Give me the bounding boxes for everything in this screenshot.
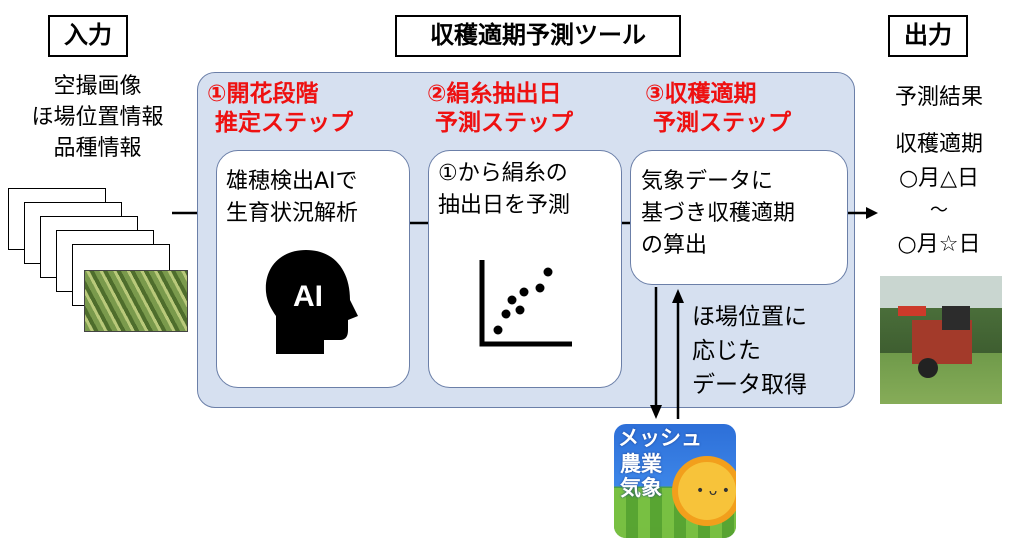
step3-card — [630, 150, 848, 285]
output-date-start: ○月△日 — [898, 166, 980, 191]
sun-face: • ᴗ • — [696, 483, 730, 499]
sun-icon — [678, 462, 736, 520]
step2-card-text: ①から絹糸の 抽出日を予測 — [438, 161, 571, 218]
scatter-plot-icon — [479, 260, 572, 347]
input-item-variety-info: 品種情報 — [53, 136, 142, 161]
output-date-range-sep: ～ — [930, 200, 948, 221]
step1-card-text: 雄穂検出AIで 生育状況解析 — [226, 169, 359, 226]
tool-title-label: 収穫適期予測ツール — [395, 15, 681, 57]
step1-title: ①開花段階 推定ステップ — [207, 81, 354, 136]
mesh-weather-badge: • ᴗ • メッシュ 農業 気象 — [614, 424, 736, 538]
weather-data-arrows — [650, 287, 684, 419]
harvester-photo — [880, 276, 1002, 404]
arrow-panel-to-output — [848, 207, 878, 219]
step3-card-text: 気象データに 基づき収穫適期 の算出 — [641, 169, 796, 258]
input-item-aerial-image: 空撮画像 — [53, 74, 142, 99]
mesh-badge-line3: 気象 — [620, 476, 662, 500]
weather-note: ほ場位置に 応じた データ取得 — [692, 304, 807, 398]
mesh-badge-line1: メッシュ — [618, 426, 702, 450]
harvester-chute — [898, 306, 926, 316]
harvester-wheel — [918, 358, 938, 378]
image-stack — [8, 188, 188, 333]
mesh-badge-line2: 農業 — [620, 452, 662, 476]
ai-head-icon: AI — [265, 250, 358, 354]
ai-icon-text: AI — [293, 280, 323, 313]
output-result-label: 予測結果 — [894, 85, 983, 110]
output-harvest-label: 収穫適期 — [894, 132, 983, 157]
harvester-cab — [942, 306, 970, 330]
step2-card — [428, 150, 622, 388]
input-label: 入力 — [48, 15, 128, 57]
aerial-photo — [84, 270, 188, 332]
step2-title: ②絹糸抽出日 予測ステップ — [427, 81, 574, 136]
output-date-end: ○月☆日 — [897, 232, 981, 257]
input-item-field-location: ほ場位置情報 — [31, 105, 164, 130]
step3-title: ③収穫適期 予測ステップ — [645, 81, 792, 136]
output-label: 出力 — [888, 15, 968, 57]
